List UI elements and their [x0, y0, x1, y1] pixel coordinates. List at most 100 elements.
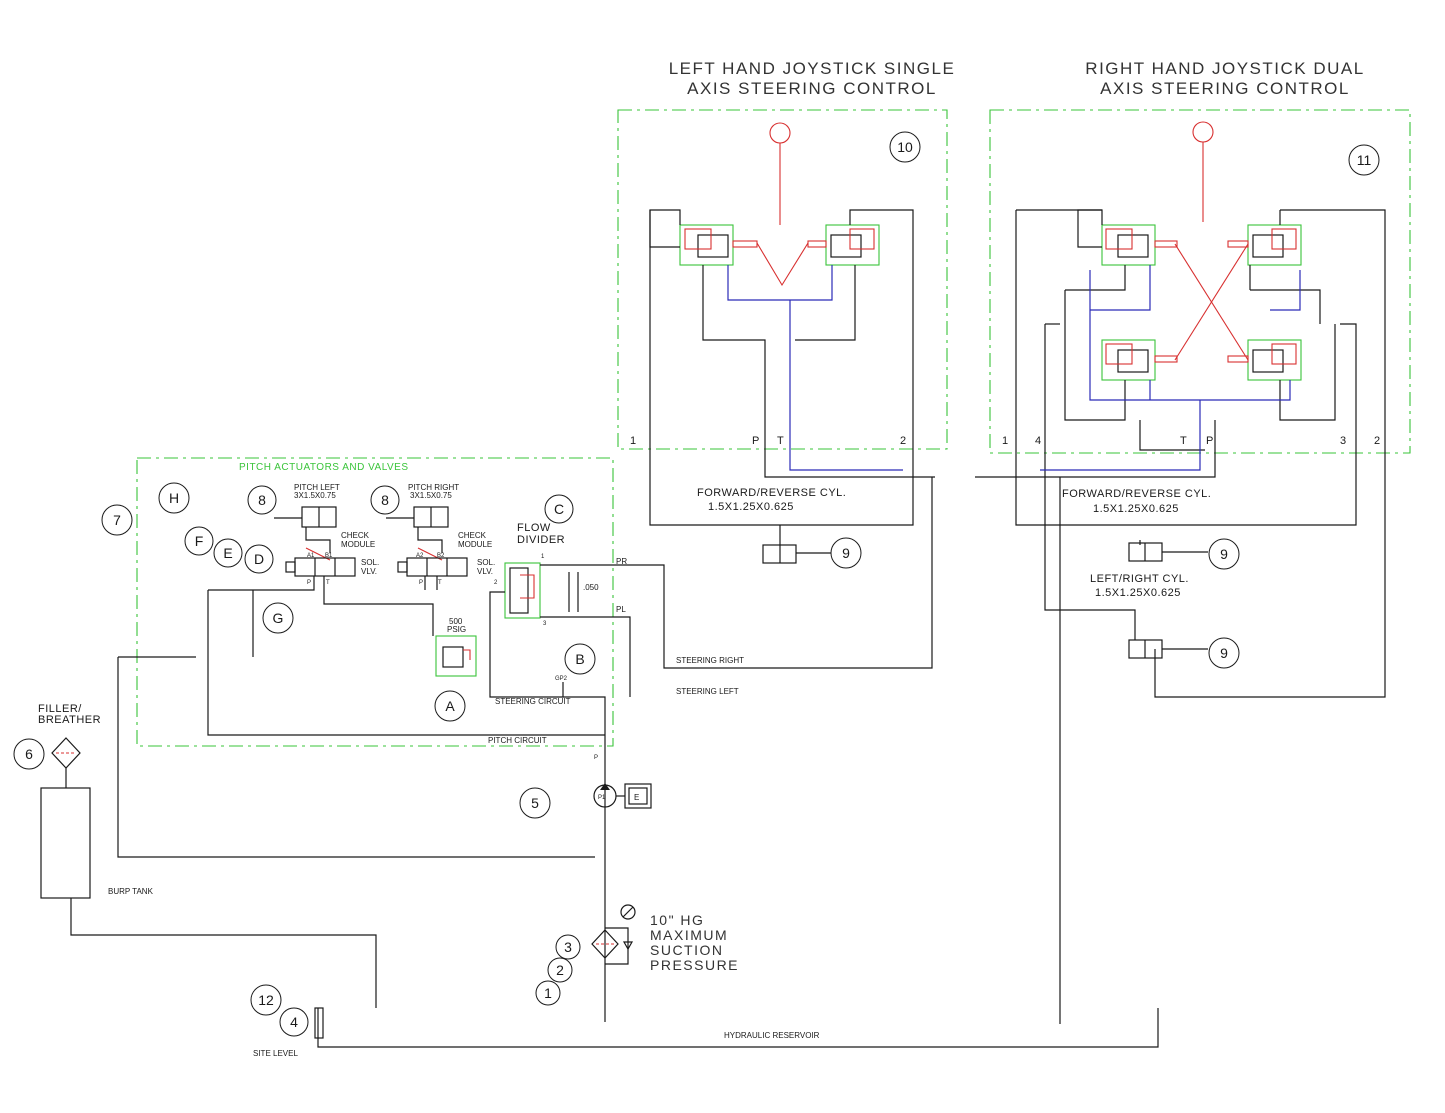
- right-box-port-3: 3: [1340, 435, 1347, 447]
- pitch-actuators-assembly: [118, 457, 933, 785]
- left-box-port-p: P: [752, 435, 760, 447]
- left-joystick-title-line2: AXIS STEERING CONTROL: [687, 79, 937, 98]
- bubble-7: 7: [113, 512, 121, 528]
- pitch-right-label: PITCH RIGHT: [408, 483, 459, 492]
- port-b2: B2: [437, 553, 445, 559]
- left-joystick-knob: [769, 122, 791, 144]
- port-a1: A1: [307, 553, 315, 559]
- bubble-1: 1: [544, 985, 552, 1001]
- check-module-right-1: CHECK: [458, 531, 487, 540]
- bubble-5: 5: [531, 795, 539, 811]
- pitch-right-size: 3X1.5X0.75: [410, 491, 452, 500]
- bubble-10: 10: [897, 139, 913, 155]
- left-box-port-1: 1: [630, 435, 637, 447]
- fd-port-2: 2: [494, 580, 498, 586]
- right-box-port-4: 4: [1035, 435, 1042, 447]
- left-box-port-2: 2: [900, 435, 907, 447]
- left-joystick-assembly: [617, 109, 948, 564]
- right-box-port-2: 2: [1374, 435, 1381, 447]
- burp-tank: [40, 787, 91, 899]
- flow-divider-label-1: FLOW: [517, 522, 551, 534]
- suction-label-4: PRESSURE: [650, 957, 739, 973]
- right-box-port-p: P: [1206, 435, 1214, 447]
- burp-tank-label: BURP TANK: [108, 887, 154, 896]
- left-joystick-boundary: [617, 109, 948, 450]
- pump-label: P1: [598, 795, 606, 801]
- pump-and-reservoir: [40, 477, 1159, 1048]
- steering-left-label: STEERING LEFT: [676, 687, 739, 696]
- bubble-g: G: [273, 610, 284, 626]
- check-module-left-2: MODULE: [341, 540, 375, 549]
- right-joystick-knob: [1192, 121, 1214, 143]
- sol-left-2: VLV.: [361, 567, 377, 576]
- bubble-3: 3: [564, 939, 572, 955]
- fwd-rev-size-right: 1.5X1.25X0.625: [1093, 503, 1179, 515]
- bubble-f: F: [195, 533, 204, 549]
- bubble-c: C: [554, 501, 564, 517]
- pr-label: PR: [616, 557, 627, 566]
- fwd-rev-label-right: FORWARD/REVERSE CYL.: [1062, 488, 1211, 500]
- bubble-2: 2: [556, 962, 564, 978]
- suction-filter: [591, 929, 619, 959]
- left-joystick-pilot-link: [756, 242, 809, 287]
- relief-label-1: 500: [449, 617, 463, 626]
- right-box-port-1: 1: [1002, 435, 1009, 447]
- sol-left-1: SOL.: [361, 558, 379, 567]
- bubble-d: D: [254, 551, 264, 567]
- pitch-box-boundary: [136, 457, 614, 747]
- steering-circuit-label: STEERING CIRCUIT: [495, 697, 571, 706]
- orifice-label: .050: [583, 583, 599, 592]
- site-level-label: SITE LEVEL: [253, 1049, 298, 1058]
- port-p-right: P: [419, 580, 423, 586]
- fwd-rev-size-left: 1.5X1.25X0.625: [708, 501, 794, 513]
- left-box-port-t: T: [777, 435, 784, 447]
- sol-right-2: VLV.: [477, 567, 493, 576]
- bubble-h: H: [169, 490, 179, 506]
- suction-label-3: SUCTION: [650, 942, 724, 958]
- flow-divider-label-2: DIVIDER: [517, 534, 565, 546]
- right-joystick-assembly: [975, 109, 1411, 698]
- reservoir-label: HYDRAULIC RESERVOIR: [724, 1031, 820, 1040]
- fd-port-3: 3: [543, 621, 547, 627]
- motor-symbol: [624, 783, 652, 809]
- fwd-rev-label-left: FORWARD/REVERSE CYL.: [697, 487, 846, 499]
- steering-right-label: STEERING RIGHT: [676, 656, 744, 665]
- bubble-11: 11: [1357, 152, 1372, 168]
- bubble-12: 12: [258, 992, 274, 1008]
- gp2-label: GP2: [555, 676, 568, 682]
- port-t-left: T: [326, 580, 330, 586]
- pitch-circuit-label: PITCH CIRCUIT: [488, 736, 547, 745]
- motor-label: E: [634, 793, 639, 802]
- check-module-right-2: MODULE: [458, 540, 492, 549]
- right-joystick-pilot-link-2: [1174, 243, 1249, 361]
- pitch-right-sol-valve: [406, 557, 468, 577]
- port-a2: A2: [416, 553, 424, 559]
- right-joystick-title-line2: AXIS STEERING CONTROL: [1100, 79, 1350, 98]
- bubble-9-right: 9: [1220, 546, 1228, 562]
- pump-p-label: P: [594, 755, 598, 761]
- pitch-box-title: PITCH ACTUATORS AND VALVES: [239, 462, 409, 473]
- bubble-a: A: [445, 698, 455, 714]
- port-b1: B1: [325, 553, 333, 559]
- bubble-6: 6: [25, 746, 33, 762]
- relief-valve: [435, 635, 477, 677]
- vacuum-gauge: [620, 904, 636, 920]
- bubble-4: 4: [290, 1014, 298, 1030]
- suction-label-2: MAXIMUM: [650, 927, 728, 943]
- port-p-left: P: [307, 580, 311, 586]
- callout-bubbles: 10 11 7 8 8 H F E D C G A B 5 6 9 9 9 3 …: [13, 131, 1380, 1037]
- right-joystick-title-line1: RIGHT HAND JOYSTICK DUAL: [1085, 59, 1364, 78]
- fd-port-1: 1: [541, 554, 545, 560]
- pitch-left-size: 3X1.5X0.75: [294, 491, 336, 500]
- bubble-e: E: [223, 545, 232, 561]
- suction-label-1: 10" HG: [650, 912, 704, 928]
- pl-label: PL: [616, 605, 626, 614]
- bubble-8-left: 8: [258, 492, 266, 508]
- left-right-cyl-label: LEFT/RIGHT CYL.: [1090, 573, 1189, 585]
- sol-right-1: SOL.: [477, 558, 495, 567]
- bubble-9-lr: 9: [1220, 645, 1228, 661]
- right-box-port-t: T: [1180, 435, 1187, 447]
- relief-label-2: PSIG: [447, 625, 466, 634]
- flow-divider: [504, 562, 541, 619]
